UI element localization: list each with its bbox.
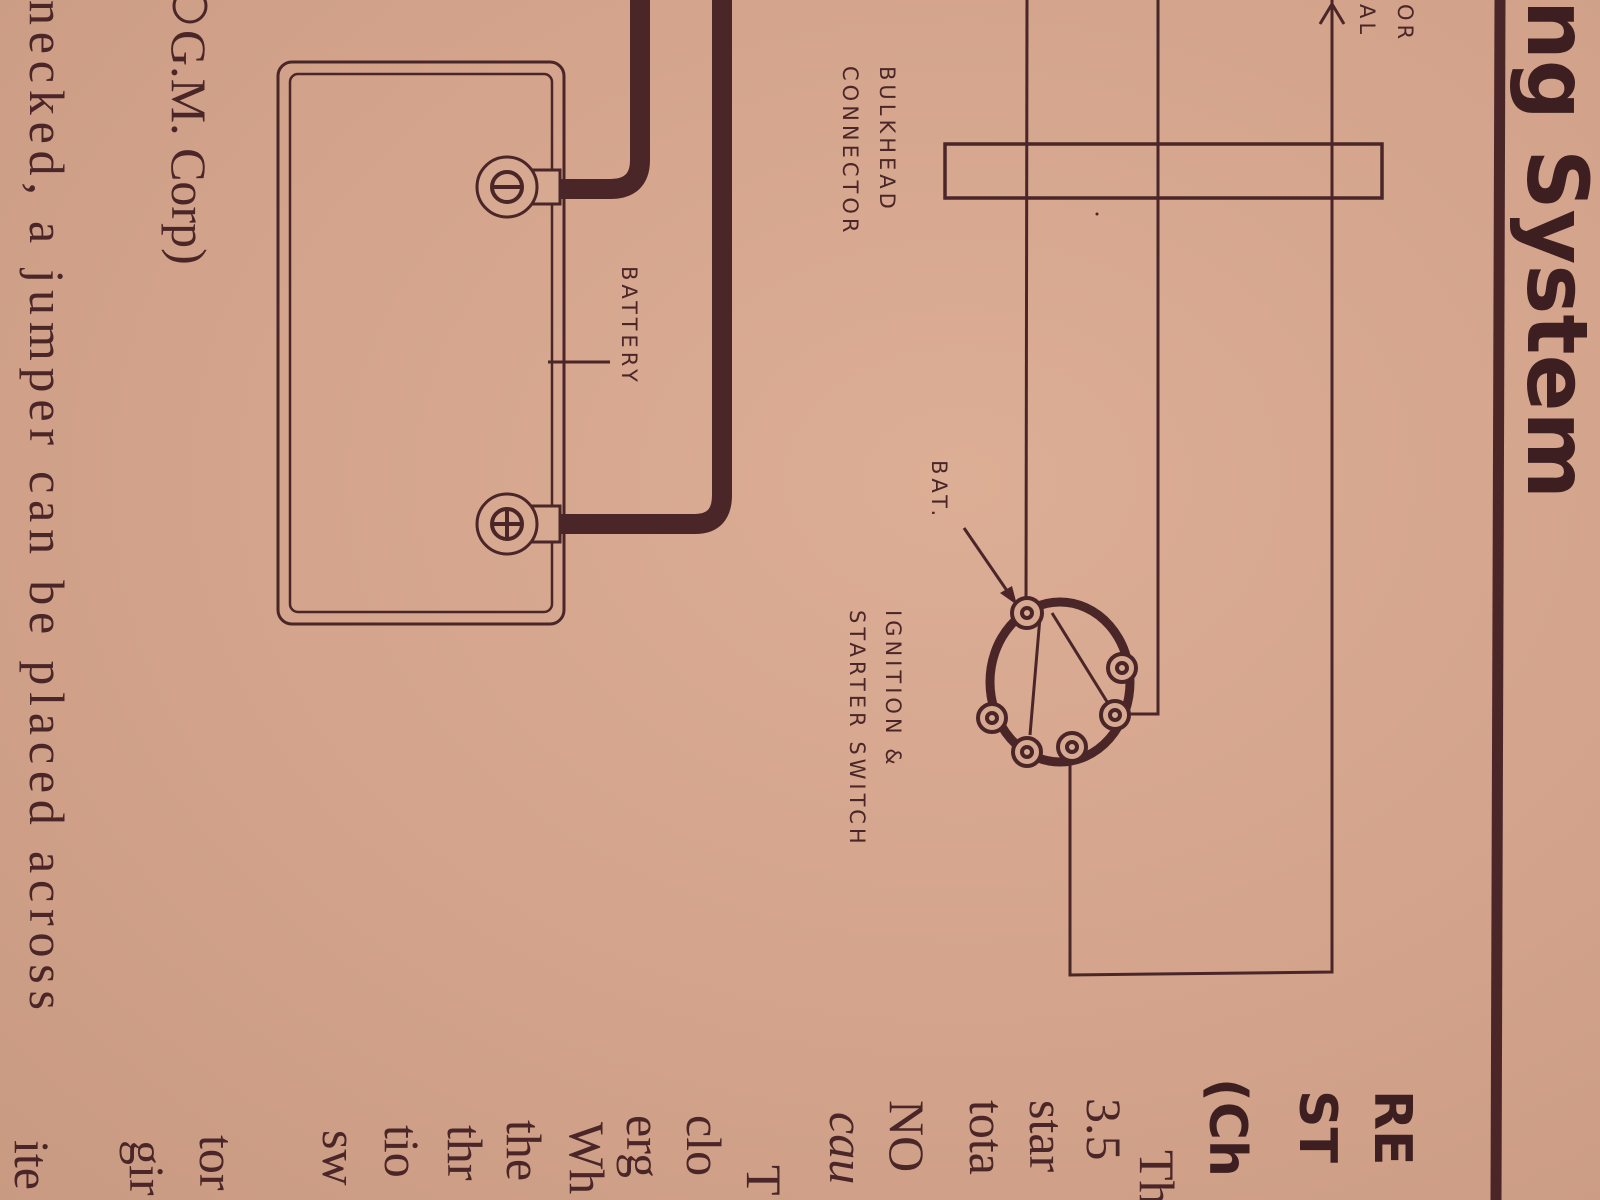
speck bbox=[1095, 212, 1099, 216]
text-fragment: NO bbox=[879, 1100, 935, 1172]
credit-text: G.M. Corp) bbox=[161, 30, 217, 265]
bat-label: BAT. bbox=[927, 460, 951, 520]
text-fragment: tota bbox=[959, 1100, 1015, 1175]
bulkhead-connector bbox=[943, 142, 1384, 200]
heading-fragment-2: ST bbox=[1287, 1090, 1347, 1163]
text-fragment: thr bbox=[437, 1125, 493, 1181]
text-fragment: tio bbox=[374, 1125, 430, 1178]
section-title: ng System bbox=[1508, 0, 1600, 499]
bulkhead-label: BULKHEAD bbox=[875, 66, 899, 213]
text-fragment: clo bbox=[676, 1115, 732, 1176]
corner-label-1: OR bbox=[1393, 4, 1417, 43]
battery bbox=[276, 0, 732, 626]
text-fragment: cau bbox=[819, 1112, 875, 1184]
bat-pointer bbox=[962, 527, 1014, 599]
arrow-head-icon bbox=[1000, 586, 1017, 605]
ignition-label: IGNITION & bbox=[881, 610, 905, 769]
page-border-rule bbox=[1490, 0, 1506, 1200]
text-fragment: Wh bbox=[559, 1122, 615, 1194]
starter-switch-label: STARTER SWITCH bbox=[845, 610, 869, 848]
arrow-up-icon bbox=[1318, 1, 1346, 25]
corner-label-2: AL bbox=[1355, 4, 1379, 38]
wire-ign bbox=[1120, 0, 1160, 716]
battery-label: BATTERY bbox=[617, 266, 641, 386]
text-fragment: ite bbox=[4, 1140, 60, 1190]
body-text-line: necked, a jumper can be placed across bbox=[19, 0, 75, 1010]
wire-start bbox=[1068, 0, 1334, 977]
text-fragment: T bbox=[736, 1165, 792, 1196]
heading-fragment-3: (Ch bbox=[1197, 1078, 1257, 1177]
text-fragment: the bbox=[496, 1120, 552, 1181]
text-fragment: sw bbox=[312, 1130, 368, 1186]
text-fragment: gir bbox=[119, 1140, 175, 1196]
connector-label: CONNECTOR bbox=[838, 66, 862, 237]
text-fragment: star bbox=[1019, 1100, 1075, 1173]
ignition-switch bbox=[976, 596, 1138, 768]
copyright-icon bbox=[172, 0, 208, 24]
text-fragment: tor bbox=[189, 1135, 245, 1191]
wire-bat bbox=[1024, 0, 1029, 606]
text-fragment: Th bbox=[1129, 1150, 1185, 1200]
heading-fragment-1: RE bbox=[1362, 1090, 1422, 1166]
text-fragment: 3.5 bbox=[1076, 1098, 1132, 1161]
text-fragment: erg bbox=[616, 1115, 672, 1178]
